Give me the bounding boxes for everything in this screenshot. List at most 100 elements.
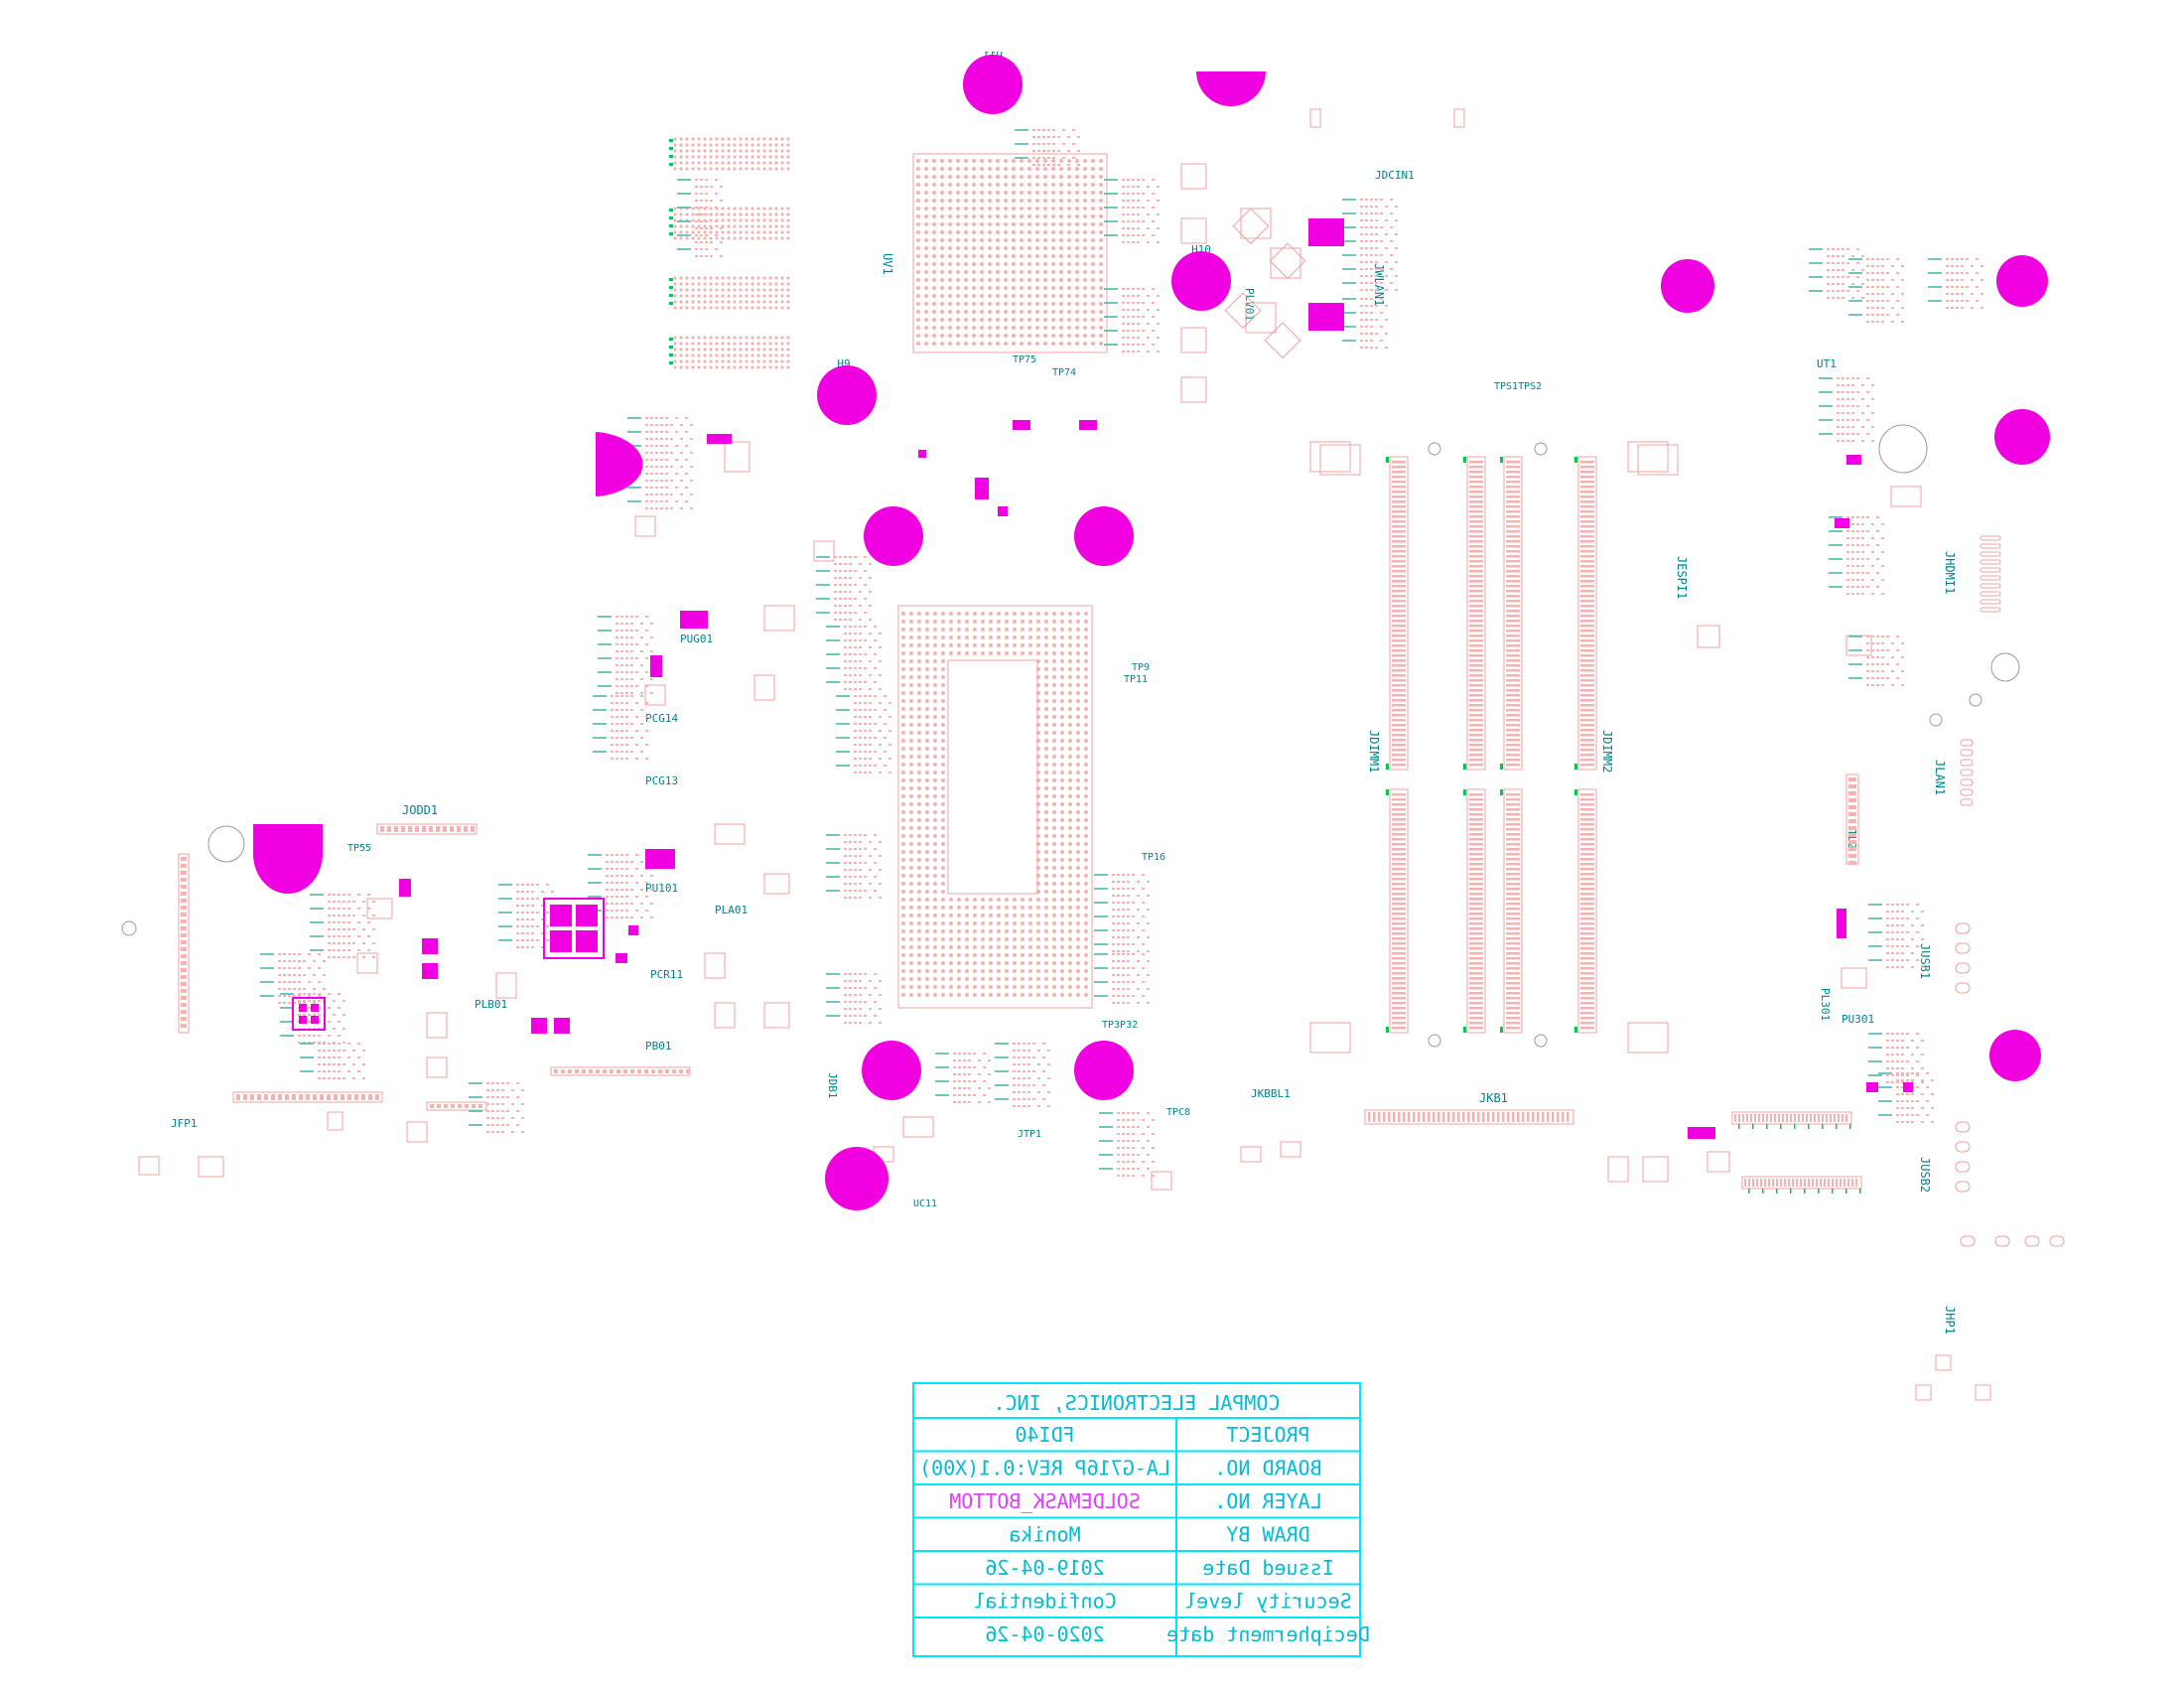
memory-ball	[697, 149, 701, 153]
bga-ball	[996, 175, 1000, 179]
component-outline	[1841, 967, 1867, 989]
smd-pad	[1117, 1175, 1120, 1177]
bga-ball	[909, 699, 913, 703]
smd-pad	[1866, 586, 1869, 588]
silk-mark	[1099, 1112, 1113, 1114]
memory-ball	[786, 230, 790, 234]
smd-pad	[874, 709, 877, 711]
silk-mark	[498, 925, 512, 927]
bga-ball	[957, 945, 961, 949]
bga-ball	[1076, 715, 1080, 719]
memory-ball	[774, 155, 778, 159]
smd-pad	[1871, 565, 1874, 567]
memory-ball	[745, 276, 749, 280]
smd-pad	[1871, 649, 1874, 651]
bga-ball	[1044, 890, 1048, 894]
smd-pad	[1137, 337, 1140, 339]
connector-pin	[181, 926, 187, 930]
smd-pad	[1876, 684, 1879, 686]
smd-pad	[620, 730, 623, 732]
bga-ball	[932, 159, 936, 163]
bga-ball	[1076, 993, 1080, 997]
smd-pad	[1112, 974, 1115, 976]
smd-pad	[874, 626, 877, 628]
bga-ball	[1021, 929, 1024, 933]
bga-ball	[1060, 914, 1064, 917]
memory-ball	[762, 230, 766, 234]
bga-ball	[1059, 302, 1063, 306]
silk-mark	[1848, 272, 1862, 274]
smd-pad	[645, 744, 648, 746]
bga-ball	[1027, 270, 1031, 274]
bga-ball	[933, 707, 937, 711]
smd-pad	[690, 452, 693, 454]
keyboard-pin	[1547, 1112, 1550, 1122]
smd-pad	[298, 1000, 301, 1002]
bga-ball	[964, 262, 968, 266]
smd-pad	[328, 1035, 331, 1037]
bga-ball	[941, 651, 945, 655]
smd-pad	[313, 993, 316, 995]
bga-ball	[1052, 651, 1056, 655]
smd-pad	[1980, 265, 1983, 267]
smd-pad	[849, 667, 852, 669]
bga-ball	[972, 246, 976, 250]
smd-pad	[849, 994, 852, 996]
keyboard-pin	[1467, 1112, 1470, 1122]
smd-pad	[715, 193, 718, 195]
smd-pad	[874, 834, 877, 836]
dimm-pin	[1469, 873, 1483, 876]
smd-pad	[1157, 186, 1160, 188]
keyboard-pin	[1373, 1112, 1376, 1122]
memory-mark	[669, 232, 673, 235]
smd-pad	[1142, 179, 1145, 181]
smd-pad	[1122, 227, 1125, 229]
memory-ball	[762, 300, 766, 304]
bga-ball	[1060, 929, 1064, 933]
smd-pad	[1837, 269, 1840, 271]
smd-pad	[1906, 945, 1909, 947]
ffc-pin	[1748, 1179, 1750, 1187]
bga-ball	[1060, 747, 1064, 751]
smd-pad	[1980, 293, 1983, 295]
smd-pad	[1360, 282, 1363, 284]
bga-ball	[972, 254, 976, 258]
smd-pad	[1042, 143, 1045, 145]
connector-pin	[394, 826, 398, 832]
smd-pad	[1122, 186, 1125, 188]
pcb-geometry	[121, 55, 2065, 1401]
bga-ball	[909, 723, 913, 727]
dimm-pin	[1469, 754, 1483, 757]
dimm-pin	[1580, 1002, 1594, 1005]
bga-ball	[1044, 763, 1048, 767]
ffc-mark	[1748, 1189, 1750, 1194]
smd-pad	[1886, 300, 1889, 302]
smd-pad	[640, 623, 643, 625]
dimm-pin	[1506, 649, 1520, 652]
smd-pad	[308, 995, 311, 997]
bga-ball	[917, 715, 921, 719]
bga-ball	[909, 778, 913, 782]
bga-ball	[956, 302, 960, 306]
smd-pad	[665, 493, 668, 495]
memory-ball	[685, 212, 689, 216]
smd-pad	[1881, 663, 1884, 665]
bga-ball	[1013, 620, 1017, 624]
smd-pad	[1147, 950, 1150, 952]
memory-ball	[786, 353, 790, 357]
bga-ball	[932, 167, 936, 171]
connector-pin	[181, 864, 187, 868]
bga-ball	[1012, 214, 1016, 218]
smd-pad	[516, 1124, 519, 1126]
bga-ball	[909, 953, 913, 957]
smd-pad	[859, 660, 862, 662]
smd-pad	[1370, 206, 1373, 208]
dimm-pin	[1580, 957, 1594, 960]
smd-pad	[1916, 945, 1919, 947]
smd-pad	[313, 974, 316, 976]
bga-ball	[925, 826, 929, 830]
smd-pad	[338, 1007, 341, 1009]
smd-pad	[1037, 1050, 1040, 1052]
smd-pad	[338, 921, 341, 923]
dimm-pin	[1392, 704, 1406, 707]
